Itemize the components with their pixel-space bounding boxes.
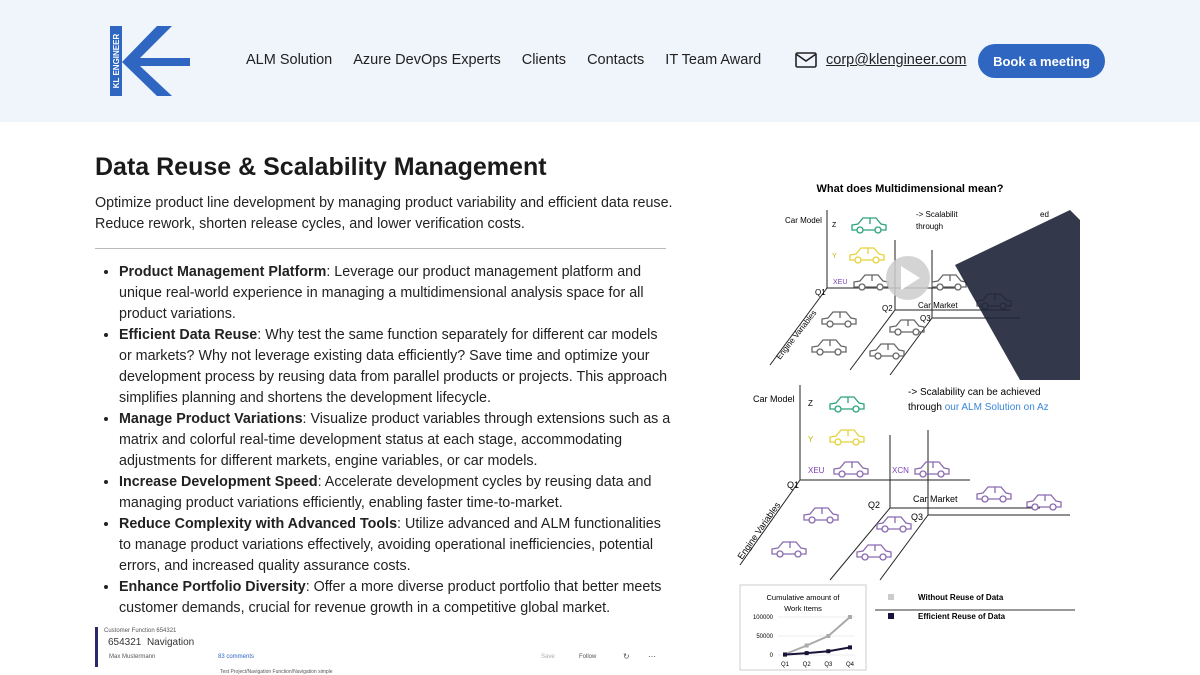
y-tick-label: 100000 xyxy=(753,615,774,621)
scalability-text: -> Scalability can be achieved xyxy=(908,387,1041,398)
item-heading: Product Management Platform xyxy=(119,264,327,280)
list-item: Enhance Portfolio Diversity: Offer a mor… xyxy=(119,577,671,619)
divider xyxy=(95,248,666,249)
accent-bar xyxy=(95,627,98,667)
label-z: Z xyxy=(808,399,813,408)
scalability-text: through our ALM Solution on Az xyxy=(908,402,1049,413)
item-text: : Utilize advanced and ALM functionaliti… xyxy=(119,516,661,574)
item-heading: Increase Development Speed xyxy=(119,474,318,490)
item-text: : Offer a more diverse product portfolio… xyxy=(119,579,662,616)
multidimensional-illustration[interactable]: What does Multidimensional mean? Car Mod… xyxy=(730,170,1100,675)
scalability-text: -> Scalabilit xyxy=(916,210,958,219)
scalability-text: ed xyxy=(1040,210,1049,219)
data-point xyxy=(826,649,831,654)
presenter-arm xyxy=(955,210,1080,380)
y-tick-label: 0 xyxy=(770,653,774,659)
more-icon[interactable]: ⋯ xyxy=(648,652,656,661)
item-text: : Why test the same function separately … xyxy=(119,327,668,406)
label-q2: Q2 xyxy=(868,500,880,510)
item-text: : Leverage our product management platfo… xyxy=(119,264,644,322)
label-y: Y xyxy=(832,253,837,260)
item-heading: Manage Product Variations xyxy=(119,411,303,427)
work-items-chart: Cumulative amount of Work Items 100000 50… xyxy=(739,584,1075,671)
nav-azure-devops-experts[interactable]: Azure DevOps Experts xyxy=(353,52,501,68)
book-meeting-button[interactable]: Book a meeting xyxy=(978,44,1105,78)
label-q1: Q1 xyxy=(815,288,826,297)
item-text: : Accelerate development cycles by reusi… xyxy=(119,474,652,511)
list-item: Reduce Complexity with Advanced Tools: U… xyxy=(119,514,671,577)
label-y: Y xyxy=(808,435,814,444)
data-point xyxy=(804,643,809,648)
play-icon[interactable] xyxy=(901,266,920,290)
legend-label: Without Reuse of Data xyxy=(918,593,1004,602)
item-heading: Reduce Complexity with Advanced Tools xyxy=(119,516,398,532)
legend-label: Efficient Reuse of Data xyxy=(918,612,1006,621)
assigned-user: Max Mustermann xyxy=(109,654,156,660)
x-tick-label: Q2 xyxy=(803,662,812,668)
kl-engineer-logo[interactable]: KL ENGINEER xyxy=(110,26,192,96)
main-nav: ALM Solution Azure DevOps Experts Client… xyxy=(246,52,761,68)
mail-icon xyxy=(795,52,817,68)
illustration-title: What does Multidimensional mean? xyxy=(816,183,1003,195)
item-heading: Enhance Portfolio Diversity xyxy=(119,579,306,595)
x-tick-label: Q3 xyxy=(824,662,833,668)
data-point xyxy=(783,652,787,657)
axis-label-engine: Engine Variables xyxy=(735,500,782,561)
list-item: Manage Product Variations: Visualize pro… xyxy=(119,409,671,472)
item-path: Test Project/Navigation Function/Navigat… xyxy=(220,669,333,675)
nav-alm-solution[interactable]: ALM Solution xyxy=(246,52,333,68)
intro-text: Optimize product line development by man… xyxy=(95,195,673,232)
label-q3: Q3 xyxy=(911,512,923,522)
nav-clients[interactable]: Clients xyxy=(521,52,567,68)
feature-list: Product Management Platform: Leverage ou… xyxy=(101,262,671,619)
legend-swatch xyxy=(888,613,894,619)
label-xeu: XEU xyxy=(833,279,847,286)
email-contact: corp@klengineer.com xyxy=(795,52,966,68)
page-title: Data Reuse & Scalability Management xyxy=(95,153,547,181)
list-item: Product Management Platform: Leverage ou… xyxy=(119,262,671,325)
label-z: Z xyxy=(832,222,837,229)
chart-title-line1: Cumulative amount of xyxy=(767,593,841,602)
data-point xyxy=(804,651,809,656)
email-link[interactable]: corp@klengineer.com xyxy=(826,52,967,68)
chart-title-line2: Work Items xyxy=(784,604,822,613)
site-header: KL ENGINEER ALM Solution Azure DevOps Ex… xyxy=(0,0,1200,122)
svg-text:KL ENGINEER: KL ENGINEER xyxy=(112,34,121,89)
follow-button[interactable]: Follow xyxy=(579,654,597,660)
nav-contacts[interactable]: Contacts xyxy=(587,52,645,68)
comments-link[interactable]: 83 comments xyxy=(218,654,255,660)
label-q3: Q3 xyxy=(920,314,931,323)
label-xeu: XEU xyxy=(808,466,825,475)
label-xcn: XCN xyxy=(892,466,909,475)
x-tick-label: Q4 xyxy=(846,662,855,668)
data-point xyxy=(848,645,852,650)
nav-it-team-award[interactable]: IT Team Award xyxy=(665,52,762,68)
legend-swatch xyxy=(888,594,894,600)
item-text: : Visualize product variables through ex… xyxy=(119,411,671,469)
axis-label-car-model: Car Model xyxy=(753,394,795,404)
list-item: Efficient Data Reuse: Why test the same … xyxy=(119,325,671,409)
data-point xyxy=(826,634,831,638)
work-item-screenshot: Customer Function 654321 654321 Navigati… xyxy=(95,625,665,675)
list-item: Increase Development Speed: Accelerate d… xyxy=(119,472,671,514)
label-q1: Q1 xyxy=(787,480,799,490)
breadcrumb: Customer Function 654321 xyxy=(104,628,177,634)
save-button[interactable]: Save xyxy=(541,654,555,660)
series-line xyxy=(784,646,851,656)
label-q2: Q2 xyxy=(882,304,893,313)
axis-label-car-model: Car Model xyxy=(785,216,822,225)
scalability-text: through xyxy=(916,222,943,231)
axis-label-engine: Engine Variables xyxy=(774,308,818,361)
bottom-axes xyxy=(739,385,1070,581)
work-item-title: 654321 Navigation xyxy=(108,637,195,648)
axis-label-car-market: Car Market xyxy=(918,301,958,310)
x-tick-label: Q1 xyxy=(781,662,790,668)
item-heading: Efficient Data Reuse xyxy=(119,327,258,343)
refresh-icon[interactable]: ↻ xyxy=(623,652,630,661)
data-point xyxy=(848,615,852,619)
axis-label-car-market: Car Market xyxy=(913,494,958,504)
chart-frame xyxy=(739,584,867,671)
series-line xyxy=(784,616,851,656)
y-tick-label: 50000 xyxy=(756,634,773,640)
